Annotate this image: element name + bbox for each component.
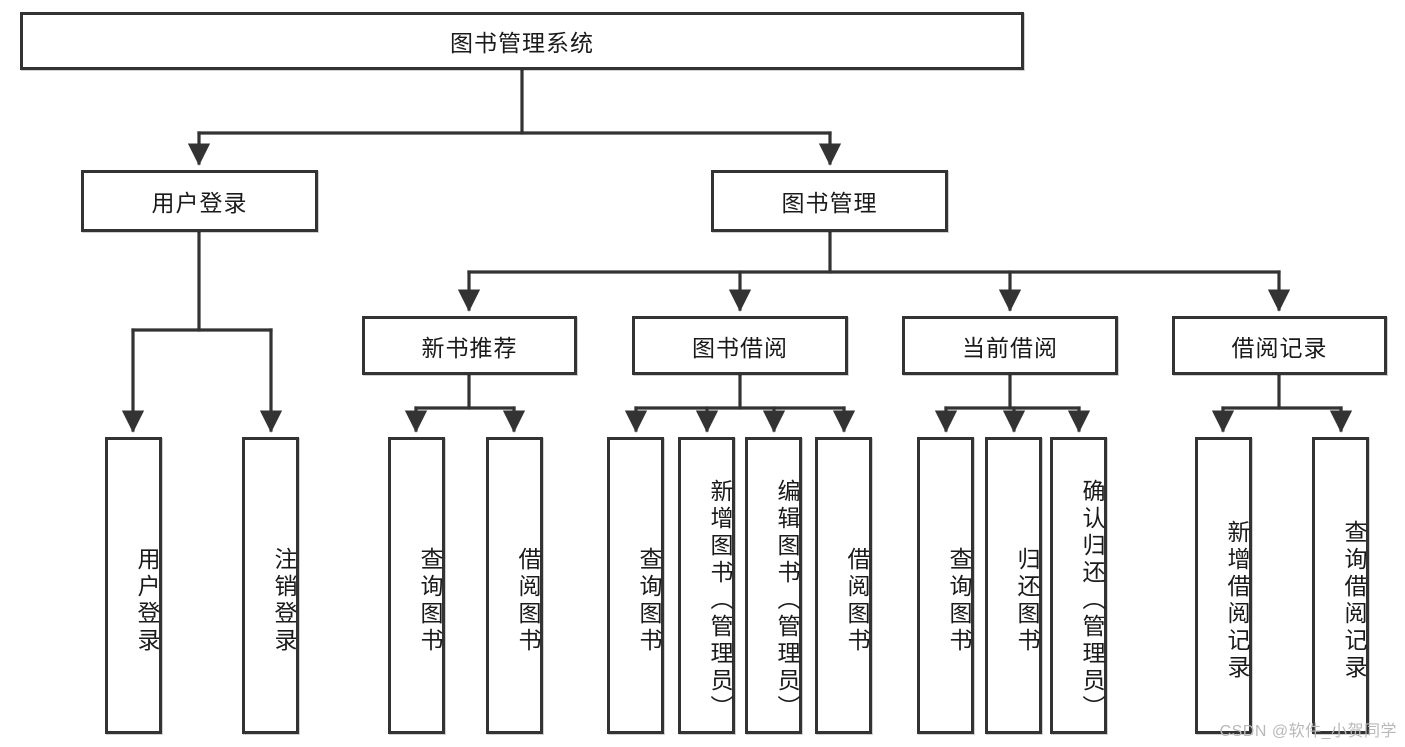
node-borrow-record[interactable]: 借阅记录	[1172, 316, 1387, 375]
node-current-borrow[interactable]: 当前借阅	[902, 316, 1118, 375]
node-leaf-borrow-book-2[interactable]: 借阅图书	[815, 437, 872, 734]
node-leaf-borrow-book-1[interactable]: 借阅图书	[486, 437, 543, 734]
node-leaf-query-book-3[interactable]: 查询图书	[917, 437, 974, 734]
node-label: 新增图书（管理员）	[707, 479, 733, 722]
node-book-borrow[interactable]: 图书借阅	[632, 316, 848, 375]
node-label: 查询图书	[636, 546, 662, 655]
node-leaf-user-login[interactable]: 用户登录	[105, 437, 162, 734]
node-leaf-query-book-1[interactable]: 查询图书	[388, 437, 445, 734]
node-label: 新增借阅记录	[1224, 519, 1250, 682]
node-leaf-return-book[interactable]: 归还图书	[985, 437, 1042, 734]
node-leaf-add-record[interactable]: 新增借阅记录	[1195, 437, 1252, 734]
node-book-management-system[interactable]: 图书管理系统	[20, 12, 1024, 70]
node-book-management[interactable]: 图书管理	[711, 170, 948, 232]
node-label: 编辑图书（管理员）	[774, 479, 800, 722]
node-leaf-logout-login[interactable]: 注销登录	[242, 437, 299, 734]
node-label: 查询借阅记录	[1341, 519, 1367, 682]
node-label: 图书借阅	[692, 334, 788, 361]
node-label: 查询图书	[946, 546, 972, 655]
node-label: 归还图书	[1014, 546, 1040, 655]
node-leaf-query-record[interactable]: 查询借阅记录	[1312, 437, 1369, 734]
node-label: 图书管理	[781, 190, 878, 216]
node-label: 借阅图书	[515, 546, 541, 655]
node-leaf-add-book[interactable]: 新增图书（管理员）	[678, 437, 735, 734]
node-user-login[interactable]: 用户登录	[81, 170, 318, 232]
node-label: 当前借阅	[962, 334, 1058, 361]
node-label: 借阅图书	[844, 546, 870, 655]
node-label: 确认归还（管理员）	[1079, 479, 1105, 722]
node-label: 注销登录	[271, 546, 297, 655]
node-label: 图书管理系统	[450, 30, 594, 56]
node-leaf-confirm-return[interactable]: 确认归还（管理员）	[1050, 437, 1107, 734]
node-label: 查询图书	[417, 546, 443, 655]
node-leaf-edit-book[interactable]: 编辑图书（管理员）	[745, 437, 802, 734]
node-label: 用户登录	[151, 190, 248, 216]
node-leaf-query-book-2[interactable]: 查询图书	[607, 437, 664, 734]
node-label: 用户登录	[134, 546, 160, 655]
node-label: 借阅记录	[1231, 334, 1328, 361]
node-label: 新书推荐	[421, 334, 518, 361]
node-new-book-recommend[interactable]: 新书推荐	[362, 316, 577, 375]
